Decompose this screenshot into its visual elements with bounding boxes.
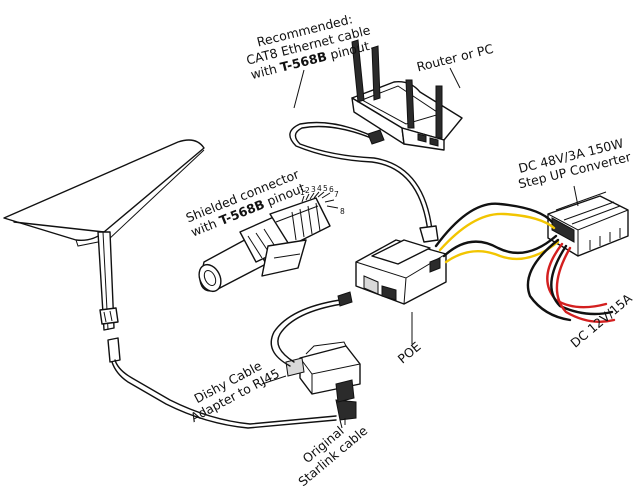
starlink-dish [4,140,204,362]
label-router: Router or PC [415,41,495,75]
label-dishy: Dishy Cable Adapter to RJ45 [181,352,282,425]
poe-injector [356,240,446,304]
label-dc-input-text: DC 12V/15A [567,290,635,350]
dishy-cable-adapter [286,342,360,402]
label-poe-text: POE [395,339,424,367]
label-poe: POE [395,339,424,367]
wire-yellow [440,214,554,250]
pin-number: 4 [317,184,322,193]
pin-number: 3 [311,185,316,194]
label-dc-input: DC 12V/15A [567,290,635,350]
pin-number: 8 [340,207,345,216]
pin-number: 5 [323,184,328,193]
pin-number: 7 [334,190,339,199]
label-converter: DC 48V/3A 150W Step UP Converter [513,134,633,191]
label-router-text: Router or PC [415,41,495,75]
